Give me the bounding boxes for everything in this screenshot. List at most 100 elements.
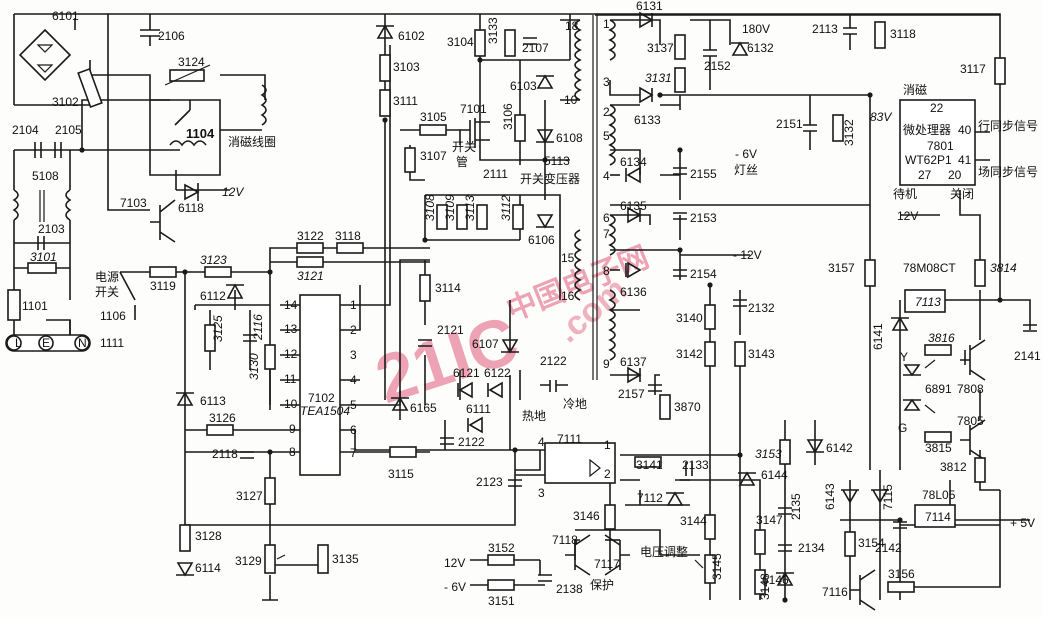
label-7116: 7116: [822, 585, 848, 599]
label-5113: 5113: [544, 154, 570, 168]
label-2142: 2142: [875, 541, 902, 555]
label-3133: 3133: [486, 17, 500, 44]
resistor-3117: [994, 57, 1006, 85]
label-pin10: 10: [284, 397, 298, 411]
label-2154: 2154: [690, 267, 717, 281]
resistor-3101: [27, 262, 57, 274]
resistor-3157: [864, 259, 876, 287]
label-7118: 7118: [552, 533, 578, 547]
label-3119: 3119: [150, 279, 176, 293]
label-6131: 6131: [636, 0, 663, 13]
resistor-3128: [179, 524, 191, 552]
label-sec-pin7: 7: [603, 227, 610, 241]
label-oc-pin3: 3: [538, 486, 545, 500]
label-6118: 6118: [178, 201, 204, 215]
label-7103: 7103: [120, 196, 147, 210]
label-v-sync: 场同步信号: [978, 165, 1038, 179]
label-2104: 2104: [12, 123, 39, 137]
label-pin11: 11: [284, 372, 297, 386]
label-6146: 6146: [762, 573, 789, 587]
label-7113: 7113: [915, 295, 941, 309]
label-pin10b: 10: [564, 93, 578, 107]
resistor-3147: [754, 529, 766, 555]
label-mcu-model: WT62P1: [905, 153, 952, 167]
pot-3129: [264, 544, 276, 574]
label-3123: 3123: [200, 253, 227, 267]
label-3132: 3132: [842, 119, 856, 146]
label-pin8: 8: [289, 445, 296, 459]
label-2153: 2153: [690, 211, 717, 225]
resistor-3112: [512, 204, 524, 230]
label-2111: 2111: [483, 167, 508, 181]
resistor-3126: [206, 424, 234, 436]
label-7805: 7805: [957, 414, 984, 428]
resistor-3130: [264, 344, 276, 370]
label-mcu-7801: 7801: [927, 139, 954, 153]
label-pin-n: N: [78, 336, 87, 350]
label-6111: 6111: [466, 402, 491, 416]
label-3113: 3113: [463, 195, 477, 221]
label-2123: 2123: [476, 475, 503, 489]
label-2141: 2141: [1014, 349, 1041, 363]
label-3106: 3106: [501, 103, 515, 130]
label-7117: 7117: [594, 557, 620, 571]
label-pin13: 13: [284, 322, 298, 336]
label-6141: 6141: [871, 323, 885, 350]
transformer-5108: [12, 189, 19, 221]
label-pin4: 4: [350, 373, 357, 387]
label-3107: 3107: [420, 149, 447, 163]
label-6144: 6144: [761, 468, 788, 482]
resistor-3152: [487, 554, 515, 566]
label-12v-a: 12V: [222, 185, 244, 199]
label-pin18: 18: [565, 19, 579, 33]
label-led-g: G: [898, 421, 907, 435]
label-mcu-pin22: 22: [930, 101, 944, 115]
label-pin5: 5: [350, 398, 357, 412]
label-6108: 6108: [556, 131, 583, 145]
resistor-3127: [264, 477, 276, 505]
label-mains-switch-1: 电源: [95, 270, 119, 284]
resistor-3115: [389, 446, 417, 458]
label-3141: 3141: [636, 458, 663, 472]
label-2152: 2152: [704, 59, 731, 73]
label-3114: 3114: [435, 281, 461, 295]
resistor-3141: [634, 456, 662, 468]
resistor-3870: [659, 394, 671, 420]
label-3156: 3156: [888, 567, 915, 581]
resistor-3107: [404, 147, 416, 173]
label-2157: 2157: [618, 387, 645, 401]
label-3131: 3131: [645, 71, 672, 85]
labels: 6101 2106 3102 3124 1104 消磁线圈 2104 2105 …: [12, 0, 1041, 608]
label-pin12: 12: [284, 347, 298, 361]
transistor-7118: [565, 534, 591, 576]
label-3147: 3147: [756, 513, 783, 527]
label-3814: 3814: [990, 261, 1017, 275]
label-switch-tube-2: 管: [456, 154, 468, 169]
label-3151: 3151: [488, 594, 515, 608]
resistor-3121: [296, 256, 324, 268]
label-degauss-coil: 消磁线圈: [228, 134, 276, 149]
label-6106: 6106: [528, 233, 555, 247]
label-3122: 3122: [297, 229, 324, 243]
label-sec-pin5: 5: [603, 129, 610, 143]
label-2116: 2116: [251, 314, 265, 341]
resistor-3148: [754, 569, 766, 595]
label-5v: + 5V: [1010, 516, 1035, 530]
resistor-3119: [149, 266, 177, 278]
label-3146: 3146: [573, 509, 600, 523]
resistor-3140: [704, 304, 716, 330]
label-6143: 6143: [823, 483, 837, 510]
label-mcu-pin20: 20: [948, 168, 962, 182]
diode-6133: [639, 86, 654, 104]
label-mcu-pin40: 40: [958, 123, 972, 137]
resistor-3118: [336, 242, 364, 254]
resistor-3144: [704, 514, 716, 540]
label-7114: 7114: [925, 510, 951, 524]
label-2105: 2105: [55, 123, 82, 137]
label-6122: 6122: [484, 366, 511, 380]
transistor-7805: [960, 419, 986, 461]
label-1101: 1101: [22, 299, 48, 313]
label-6107: 6107: [472, 337, 499, 351]
label-pin14: 14: [284, 298, 298, 312]
label-2155: 2155: [690, 167, 717, 181]
